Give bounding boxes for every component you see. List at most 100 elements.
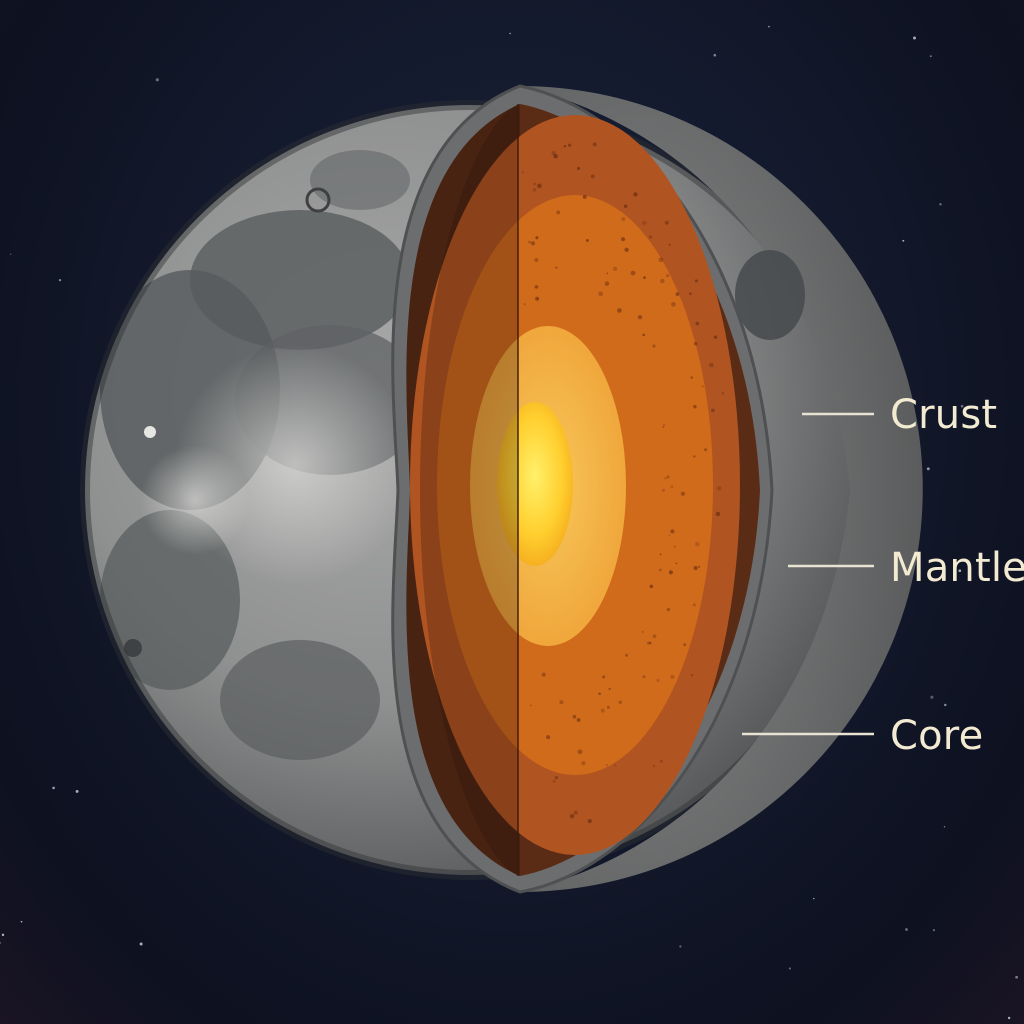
- mantle-speckle: [664, 220, 669, 225]
- mantle-speckle: [585, 239, 589, 242]
- mantle-speckle: [649, 584, 654, 589]
- star: [1015, 975, 1018, 979]
- mantle-speckle: [666, 607, 671, 612]
- mantle-speckle: [598, 692, 601, 696]
- mantle-speckle: [563, 145, 567, 148]
- mantle-speckle: [666, 274, 670, 278]
- mantle-speckle: [664, 477, 667, 480]
- mantle-speckle: [573, 810, 578, 815]
- mantle-speckle: [598, 291, 604, 297]
- lunar-maria: [100, 150, 425, 760]
- star: [155, 78, 159, 82]
- mantle-speckle: [541, 672, 546, 677]
- crater-left: [124, 639, 142, 657]
- mantle-speckle: [690, 674, 694, 677]
- star: [944, 703, 947, 707]
- mantle-speckle: [532, 187, 537, 192]
- mantle-speckle: [670, 485, 674, 489]
- mantle-speckle: [621, 217, 626, 221]
- mantle-speckle: [668, 570, 673, 575]
- mantle-speckle: [641, 631, 644, 633]
- mantle-speckle: [612, 266, 618, 272]
- mantle-speckle: [576, 166, 581, 171]
- mantle-speckle: [661, 488, 665, 492]
- mantle-speckle: [535, 236, 539, 240]
- ray-crater-small: [140, 445, 250, 555]
- mantle-label: Mantle: [890, 545, 1024, 591]
- mantle-speckle: [660, 278, 665, 284]
- mantle-speckle: [697, 565, 701, 568]
- star: [139, 942, 143, 946]
- mantle-speckle: [713, 335, 718, 339]
- mantle-speckle: [668, 243, 671, 246]
- star: [930, 695, 934, 699]
- cutaway-section: [391, 84, 923, 894]
- mantle-speckle: [709, 362, 714, 368]
- mantle-speckle: [693, 404, 697, 409]
- star: [0, 942, 1, 944]
- mantle-speckle: [659, 553, 662, 556]
- crater-top: [305, 187, 331, 213]
- mantle-speckle: [582, 194, 587, 199]
- mantle-speckle: [673, 545, 677, 548]
- star: [20, 920, 23, 923]
- mantle-speckle: [534, 285, 539, 289]
- mantle-speckle: [551, 151, 556, 156]
- cut-left-tint: [420, 104, 518, 876]
- mantle-speckle: [624, 247, 629, 252]
- mantle-speckle: [662, 426, 665, 429]
- mantle-speckle: [530, 241, 536, 246]
- star: [1007, 1016, 1011, 1020]
- mantle-speckle: [572, 714, 577, 719]
- mantle-speckle: [642, 220, 647, 225]
- mantle-speckle: [652, 344, 656, 348]
- mantle-speckle: [666, 475, 670, 479]
- star: [929, 55, 932, 58]
- mantle-speckle: [642, 675, 646, 679]
- mantle-speckle: [569, 814, 575, 819]
- mantle-speckle: [711, 408, 715, 413]
- mantle-speckle: [648, 641, 652, 645]
- mantle-speckle: [630, 270, 636, 276]
- mantle-speckle: [592, 142, 597, 147]
- mantle-speckle: [614, 764, 617, 767]
- mantle-speckle: [556, 210, 561, 215]
- star: [902, 239, 905, 242]
- star: [52, 786, 55, 790]
- mantle-speckle: [701, 385, 704, 388]
- star: [788, 967, 791, 970]
- crater-bright: [144, 426, 156, 438]
- star: [958, 569, 962, 573]
- crust-label: Crust: [890, 392, 998, 438]
- mantle-speckle: [528, 240, 532, 244]
- mantle-speckle: [529, 704, 532, 707]
- mantle-speckle: [668, 534, 671, 537]
- mantle-speckle: [662, 424, 666, 427]
- mantle-speckle: [646, 641, 650, 645]
- mantle-speckle: [637, 314, 643, 320]
- mantle-speckle: [605, 764, 608, 767]
- star: [926, 467, 930, 471]
- star: [932, 929, 935, 932]
- mantle-speckle: [694, 279, 698, 283]
- mantle-speckle: [576, 718, 581, 722]
- mantle-speckle: [577, 749, 583, 755]
- mantle-speckle: [555, 266, 558, 269]
- mare-right: [735, 250, 805, 340]
- mantle-speckle: [643, 276, 646, 279]
- mantle-speckle: [553, 154, 558, 159]
- mantle-speckle: [693, 566, 698, 571]
- mantle-speckle: [587, 819, 592, 824]
- star: [713, 53, 717, 57]
- mantle-speckle: [695, 541, 700, 547]
- mantle-speckle: [600, 708, 605, 713]
- mantle-speckle: [533, 182, 536, 186]
- mantle-speckle: [621, 237, 626, 242]
- mantle-speckle: [567, 143, 572, 148]
- star: [913, 36, 916, 40]
- mantle-speckle: [688, 292, 692, 296]
- mantle-speckle: [534, 258, 539, 262]
- star: [960, 404, 964, 408]
- mantle-speckle: [652, 634, 657, 639]
- star: [813, 897, 815, 900]
